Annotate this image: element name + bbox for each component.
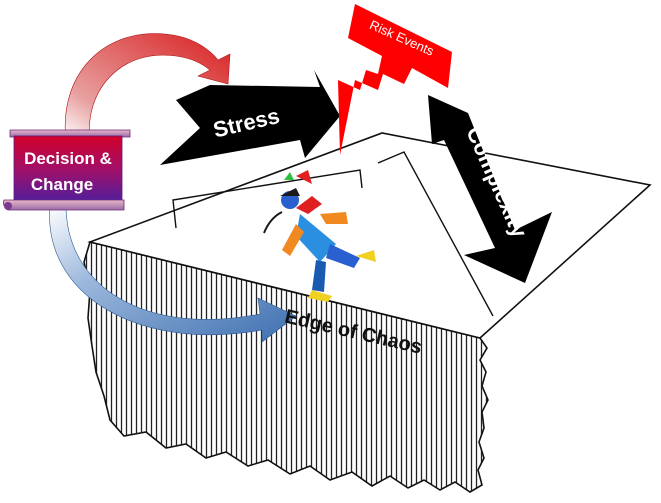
decision-label-line1: Decision &: [24, 149, 112, 168]
falling-person-icon: [263, 170, 376, 302]
scroll-banner-icon: [9, 129, 131, 138]
plateau-surface: [87, 132, 652, 339]
lightning-bolt-icon: [338, 4, 452, 155]
plateau-bracket-left: [172, 169, 363, 229]
decision-label-line2: Change: [31, 175, 93, 194]
plateau-bracket-right: [377, 151, 494, 317]
cliff-face: [83, 241, 489, 493]
decision-to-edge-arrow: [49, 204, 297, 343]
stress-arrow: Stress: [160, 70, 340, 165]
decision-change-banner: Decision & Change: [3, 129, 131, 211]
decision-to-stress-arrow: [64, 33, 231, 141]
